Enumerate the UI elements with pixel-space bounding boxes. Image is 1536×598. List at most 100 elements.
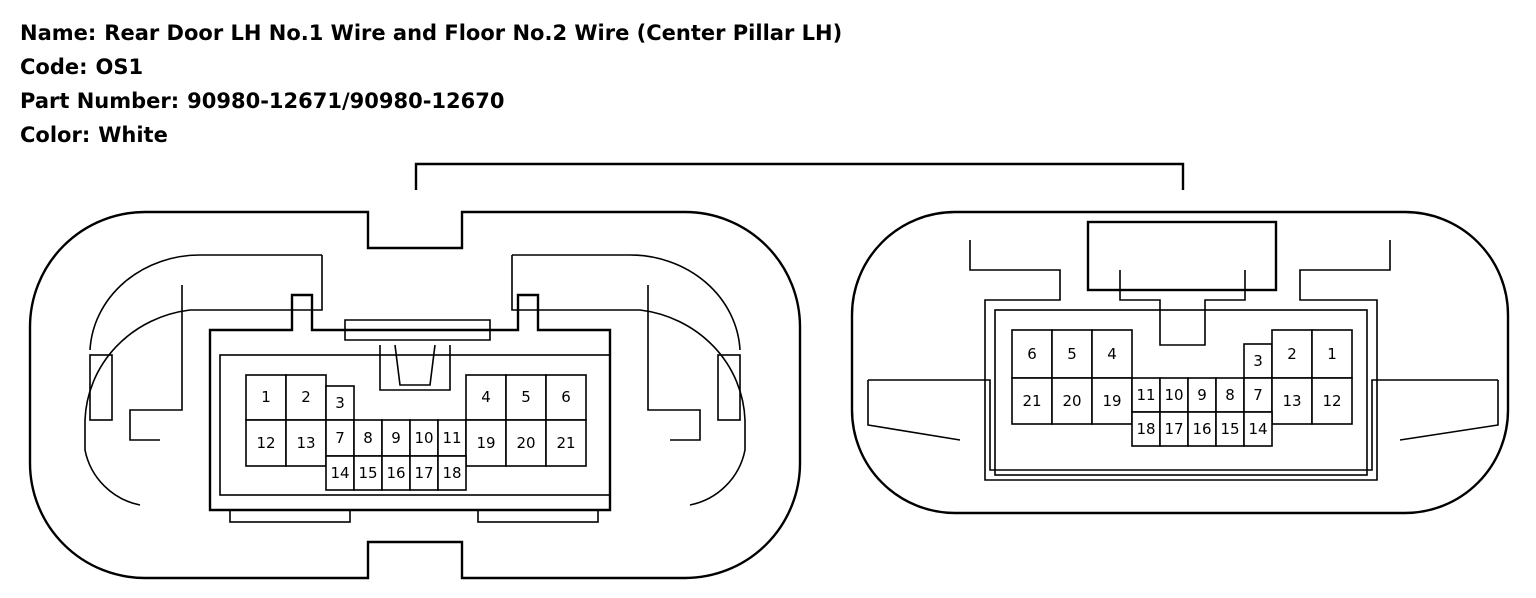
- pin-label: 7: [335, 429, 345, 447]
- pin-cell: 6: [1011, 329, 1053, 379]
- pin-cell: 7: [325, 419, 355, 457]
- pin-label: 2: [301, 388, 311, 406]
- part-number-label: Part Number:: [20, 89, 180, 113]
- pin-label: 6: [561, 388, 571, 406]
- pin-label: 8: [1225, 386, 1235, 404]
- pin-label: 10: [1164, 386, 1183, 404]
- pin-label: 18: [442, 464, 461, 482]
- pin-cell: 13: [1271, 377, 1313, 425]
- part-number-value: 90980-12671/90980-12670: [187, 89, 505, 113]
- pin-cell: 1: [1311, 329, 1353, 379]
- pin-cell: 6: [545, 374, 587, 421]
- pin-label: 11: [442, 429, 461, 447]
- connector-info: Name: Rear Door LH No.1 Wire and Floor No…: [20, 16, 842, 152]
- pin-label: 17: [1164, 420, 1183, 438]
- pin-label: 16: [1192, 420, 1211, 438]
- pin-cell: 11: [1131, 377, 1161, 413]
- pin-cell: 20: [505, 419, 547, 467]
- color-row: Color: White: [20, 118, 842, 152]
- left-connector-body: [28, 210, 802, 580]
- color-value: White: [98, 123, 168, 147]
- pin-cell: 10: [1159, 377, 1189, 413]
- pin-cell: 3: [1243, 343, 1273, 379]
- pin-label: 11: [1136, 386, 1155, 404]
- pin-cell: 16: [1187, 411, 1217, 447]
- pin-label: 12: [256, 434, 275, 452]
- pin-label: 20: [1062, 392, 1081, 410]
- pin-label: 12: [1322, 392, 1341, 410]
- pin-label: 19: [1102, 392, 1121, 410]
- right-pin-grid: 6 5 4 3 2 1 21 20 19 11 10 9 8 7 13 12 1…: [1011, 329, 1353, 447]
- pin-label: 20: [516, 434, 535, 452]
- pin-label: 17: [414, 464, 433, 482]
- pin-cell: 4: [1091, 329, 1133, 379]
- name-row: Name: Rear Door LH No.1 Wire and Floor No…: [20, 16, 842, 50]
- pin-label: 9: [1197, 386, 1207, 404]
- pin-cell: 2: [1271, 329, 1313, 379]
- pin-label: 3: [1253, 352, 1263, 370]
- pin-cell: 5: [505, 374, 547, 421]
- pin-cell: 9: [381, 419, 411, 457]
- right-connector-body: [850, 210, 1510, 515]
- pin-cell: 5: [1051, 329, 1093, 379]
- pin-label: 21: [556, 434, 575, 452]
- name-label: Name:: [20, 21, 97, 45]
- pin-cell: 17: [1159, 411, 1189, 447]
- pin-cell: 7: [1243, 377, 1273, 413]
- pin-cell: 21: [1011, 377, 1053, 425]
- pin-label: 6: [1027, 345, 1037, 363]
- pin-cell: 10: [409, 419, 439, 457]
- pin-cell: 4: [465, 374, 507, 421]
- pin-label: 16: [386, 464, 405, 482]
- pin-cell: 14: [1243, 411, 1273, 447]
- pin-cell: 9: [1187, 377, 1217, 413]
- pin-cell: 2: [285, 374, 327, 421]
- pin-cell: 14: [325, 455, 355, 491]
- pin-label: 13: [1282, 392, 1301, 410]
- pin-label: 9: [391, 429, 401, 447]
- name-value: Rear Door LH No.1 Wire and Floor No.2 Wi…: [104, 21, 843, 45]
- pin-label: 10: [414, 429, 433, 447]
- pin-cell: 20: [1051, 377, 1093, 425]
- pin-cell: 3: [325, 385, 355, 421]
- pin-cell: 17: [409, 455, 439, 491]
- pin-label: 1: [1327, 345, 1337, 363]
- code-label: Code:: [20, 55, 88, 79]
- pin-label: 4: [481, 388, 491, 406]
- pin-label: 19: [476, 434, 495, 452]
- pin-cell: 11: [437, 419, 467, 457]
- pin-cell: 1: [245, 374, 287, 421]
- pin-cell: 8: [1215, 377, 1245, 413]
- pin-label: 14: [1248, 420, 1267, 438]
- pin-cell: 18: [1131, 411, 1161, 447]
- pin-cell: 16: [381, 455, 411, 491]
- pin-label: 1: [261, 388, 271, 406]
- pin-cell: 19: [465, 419, 507, 467]
- pin-label: 8: [363, 429, 373, 447]
- pin-cell: 8: [353, 419, 383, 457]
- pairing-bracket: [414, 162, 1185, 190]
- color-label: Color:: [20, 123, 91, 147]
- pin-label: 4: [1107, 345, 1117, 363]
- pin-label: 5: [1067, 345, 1077, 363]
- code-row: Code: OS1: [20, 50, 842, 84]
- pin-cell: 15: [1215, 411, 1245, 447]
- pin-cell: 13: [285, 419, 327, 467]
- pin-label: 21: [1022, 392, 1041, 410]
- pin-cell: 12: [1311, 377, 1353, 425]
- pin-label: 7: [1253, 386, 1263, 404]
- code-value: OS1: [95, 55, 144, 79]
- part-number-row: Part Number: 90980-12671/90980-12670: [20, 84, 842, 118]
- pin-label: 15: [1220, 420, 1239, 438]
- pin-label: 3: [335, 394, 345, 412]
- pin-cell: 19: [1091, 377, 1133, 425]
- pin-label: 14: [330, 464, 349, 482]
- pin-cell: 15: [353, 455, 383, 491]
- pin-label: 2: [1287, 345, 1297, 363]
- pin-label: 15: [358, 464, 377, 482]
- pin-cell: 18: [437, 455, 467, 491]
- left-pin-grid: 1 2 3 4 5 6 12 13 7 8 9 10 11 19 20 21 1…: [245, 374, 587, 491]
- pin-label: 5: [521, 388, 531, 406]
- pin-label: 13: [296, 434, 315, 452]
